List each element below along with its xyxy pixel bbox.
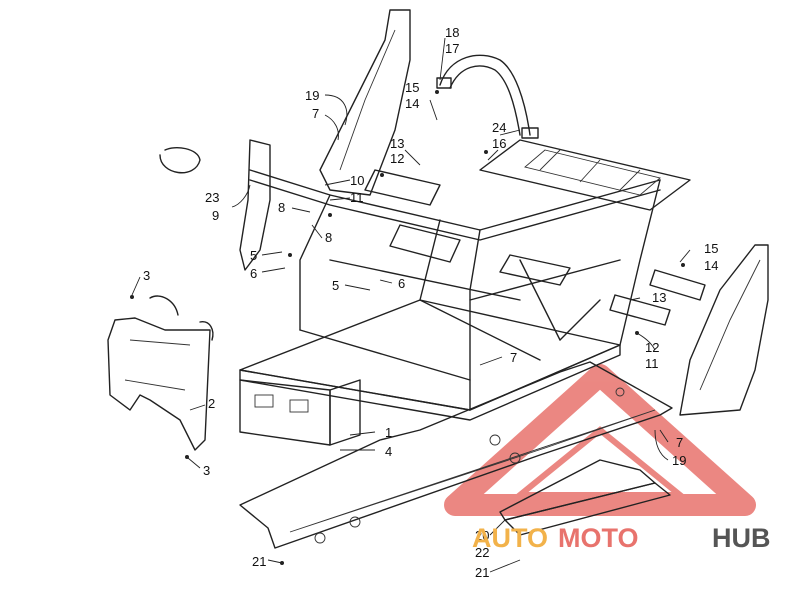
callout-23: 23 (205, 190, 219, 205)
callout-22: 22 (475, 545, 489, 560)
watermark-moto: MOTO (558, 523, 639, 553)
rops-left (239, 9, 411, 271)
callout-8-left: 8 (278, 200, 285, 215)
callout-10: 10 (350, 173, 364, 188)
callout-2: 2 (208, 396, 215, 411)
callout-7-center: 7 (510, 350, 517, 365)
front-bumper (107, 295, 214, 451)
callout-19-right: 19 (672, 453, 686, 468)
callout-11-right: 11 (645, 356, 659, 371)
skid-plate-main (239, 361, 673, 549)
leader-lines (131, 37, 691, 573)
callout-5-center: 5 (332, 278, 339, 293)
callout-9: 9 (212, 208, 219, 223)
callout-7-right: 7 (676, 435, 683, 450)
callout-15: 15 (405, 80, 419, 95)
callout-8-right: 8 (325, 230, 332, 245)
callout-16: 16 (492, 136, 506, 151)
callout-labels: 18 17 19 7 15 14 24 16 13 12 10 11 23 9 … (143, 25, 718, 580)
callout-3-bottom: 3 (203, 463, 210, 478)
main-frame (239, 139, 691, 446)
fasteners (130, 90, 685, 565)
right-brackets (609, 269, 706, 326)
callout-14-right: 14 (704, 258, 718, 273)
skid-plate-secondary (499, 459, 671, 536)
callout-1: 1 (385, 425, 392, 440)
callout-12: 12 (390, 151, 404, 166)
watermark-logo: AUTO MOTO HUB (472, 523, 771, 553)
callout-18: 18 (445, 25, 459, 40)
rops-right (679, 244, 769, 416)
callout-24: 24 (492, 120, 506, 135)
callout-15-right: 15 (704, 241, 718, 256)
grab-handle (436, 54, 539, 139)
callout-6-left: 6 (250, 266, 257, 281)
callout-11: 11 (350, 190, 364, 205)
callout-14: 14 (405, 96, 419, 111)
callout-21-right: 21 (475, 565, 489, 580)
watermark-auto: AUTO (472, 523, 548, 553)
callout-21-left: 21 (252, 554, 266, 569)
callout-3-top: 3 (143, 268, 150, 283)
callout-4: 4 (385, 444, 392, 459)
callout-20: 20 (475, 528, 489, 543)
callout-12-right: 12 (645, 340, 659, 355)
clamp-ring (159, 147, 201, 174)
callout-19: 19 (305, 88, 319, 103)
callout-13: 13 (390, 136, 404, 151)
watermark-triangle (444, 364, 756, 516)
callout-7: 7 (312, 106, 319, 121)
callout-17: 17 (445, 41, 459, 56)
callout-6-center: 6 (398, 276, 405, 291)
watermark-hub: HUB (712, 523, 771, 553)
callout-5-left: 5 (250, 248, 257, 263)
callout-13-right: 13 (652, 290, 666, 305)
